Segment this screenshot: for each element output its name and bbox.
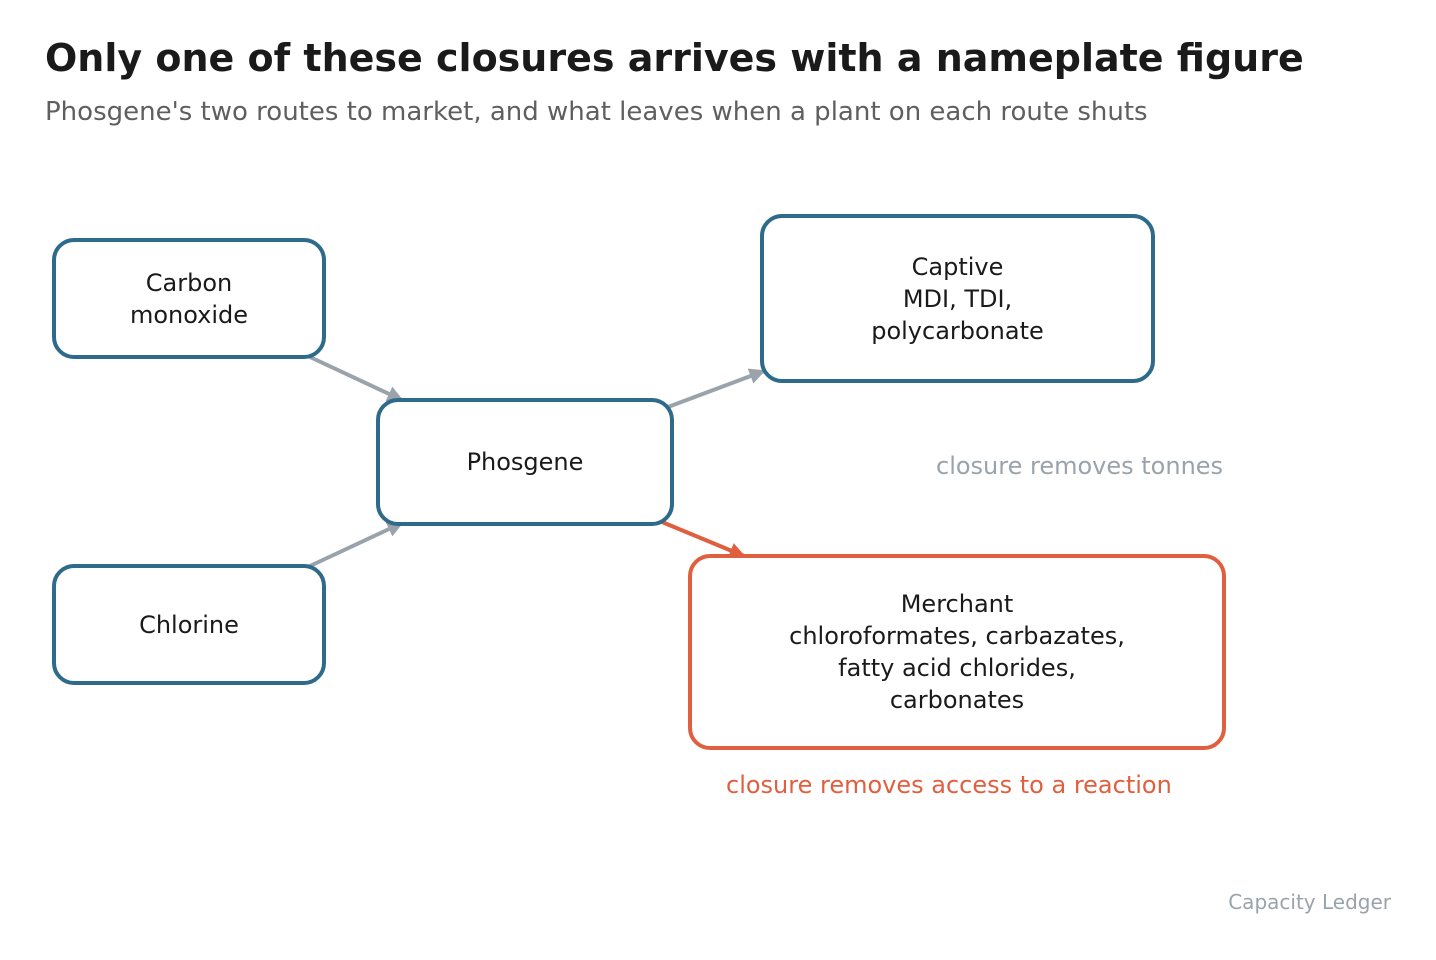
captive-closure-note: closure removes tonnes: [936, 452, 1224, 480]
node-carbon-monoxide-line-2: monoxide: [129, 300, 249, 329]
node-phosgene-label: Phosgene: [466, 448, 584, 476]
node-captive: Captive MDI, TDI, polycarbonate: [760, 214, 1155, 383]
arrow-chlorine-to-phosgene: [309, 521, 404, 568]
node-carbon-monoxide: Carbon monoxide: [52, 238, 326, 359]
arrow-carbon-monoxide-to-phosgene: [309, 355, 404, 402]
node-merchant-line-2: chloroformates, carbazates,: [789, 622, 1125, 650]
node-captive-line-2: MDI, TDI,: [902, 284, 1013, 313]
node-merchant: Merchant chloroformates, carbazates, fat…: [688, 554, 1226, 750]
node-captive-line-1: Captive: [911, 252, 1004, 281]
node-chlorine: Chlorine: [52, 564, 326, 685]
arrow-phosgene-to-captive: [667, 368, 766, 409]
node-merchant-line-1: Merchant: [900, 590, 1014, 618]
node-merchant-line-4: carbonates: [889, 686, 1025, 714]
page-title: Only one of these closures arrives with …: [45, 36, 1304, 80]
node-captive-line-3: polycarbonate: [871, 316, 1044, 345]
source-credit: Capacity Ledger: [1228, 890, 1391, 914]
page-subtitle: Phosgene's two routes to market, and wha…: [45, 97, 1148, 127]
node-chlorine-label: Chlorine: [139, 610, 239, 639]
node-phosgene: Phosgene: [376, 398, 674, 526]
merchant-closure-note: closure removes access to a reaction: [726, 771, 1172, 799]
arrow-phosgene-to-merchant: [661, 520, 746, 558]
node-merchant-line-3: fatty acid chlorides,: [838, 654, 1076, 682]
node-carbon-monoxide-line-1: Carbon: [145, 268, 233, 297]
